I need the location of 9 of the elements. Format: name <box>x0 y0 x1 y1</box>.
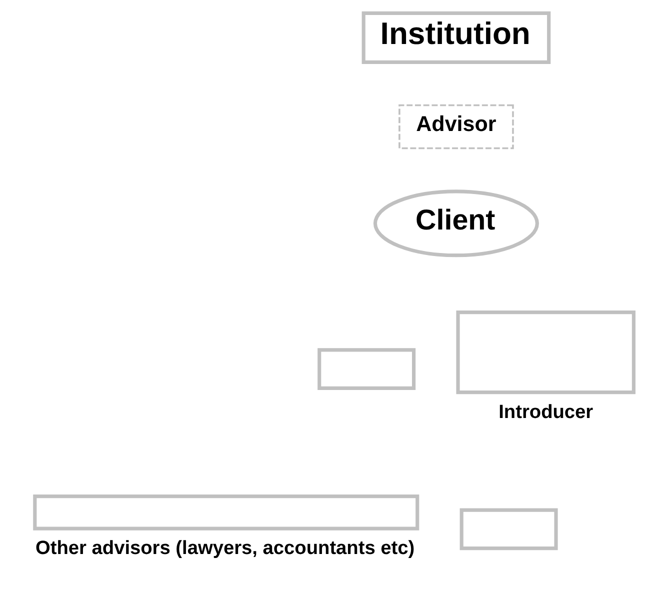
node-box: Advisor <box>398 104 514 150</box>
node-label: Introducer <box>498 402 594 423</box>
node-box <box>456 310 636 394</box>
node-ellipse: Client <box>373 190 539 258</box>
node-label: Other advisors (lawyers, accountants etc) <box>36 538 415 560</box>
node-box <box>460 508 558 550</box>
node-box <box>318 348 416 390</box>
node-box: Institution <box>362 11 551 64</box>
node-box <box>33 494 420 530</box>
